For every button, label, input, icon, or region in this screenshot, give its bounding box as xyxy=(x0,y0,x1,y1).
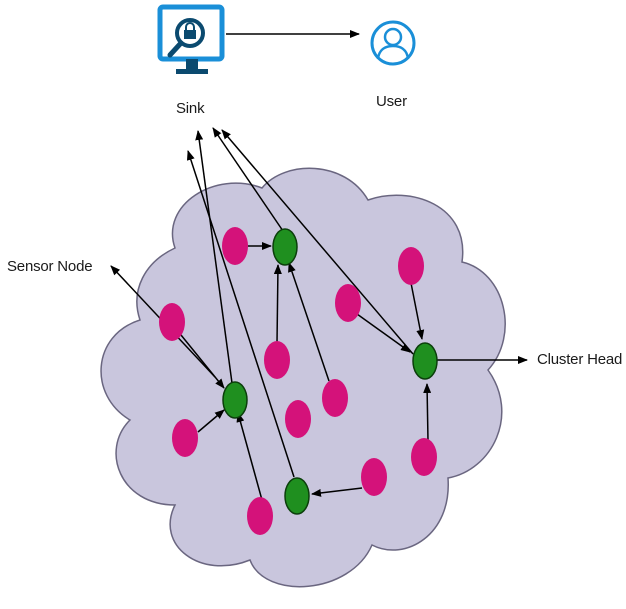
arrow-s5-to-ch3 xyxy=(197,409,225,433)
sensor-node xyxy=(159,303,185,341)
sensor-node xyxy=(361,458,387,496)
cluster-head-node xyxy=(272,228,298,266)
cluster-head-label: Cluster Head xyxy=(537,351,623,368)
arrow-ch2-to-sink xyxy=(221,129,414,355)
arrow-s8-to-ch4 xyxy=(236,412,263,501)
sensor-node xyxy=(247,497,273,535)
sensor-node xyxy=(411,438,437,476)
arrow-s2-to-ch2 xyxy=(410,282,425,340)
arrow-s6-to-ch1 xyxy=(273,264,282,344)
sensor-node-label: Sensor Node xyxy=(7,258,93,275)
arrows xyxy=(110,30,528,501)
arrow-s7-to-ch1 xyxy=(288,262,330,382)
arrow-s9-to-ch4 xyxy=(311,487,363,497)
user-label: User xyxy=(376,93,407,110)
sensor-node xyxy=(322,379,348,417)
sensor-node xyxy=(398,247,424,285)
arrow-ch1-to-sink xyxy=(212,127,284,232)
sensor-nodes xyxy=(159,227,437,535)
cluster-heads xyxy=(222,228,438,515)
arrow-s4-to-ch2 xyxy=(356,313,411,353)
cluster-head-node xyxy=(412,342,438,380)
arrow-ch4-to-sink xyxy=(186,150,295,478)
sensor-node xyxy=(264,341,290,379)
network-cloud xyxy=(100,167,506,588)
arrow-s3-to-ch3 xyxy=(180,334,225,389)
arrow-ch3-to-sink xyxy=(195,130,233,384)
cluster-head-node xyxy=(222,381,248,419)
sensor-node xyxy=(285,400,311,438)
sensor-node xyxy=(335,284,361,322)
arrow-s10-to-ch2 xyxy=(423,383,432,442)
user-avatar-icon xyxy=(370,20,416,66)
sensor-node xyxy=(172,419,198,457)
sink-label: Sink xyxy=(176,100,205,117)
sensor-node xyxy=(222,227,248,265)
sink-monitor-lock-icon xyxy=(157,4,225,74)
cluster-head-node xyxy=(284,477,310,515)
